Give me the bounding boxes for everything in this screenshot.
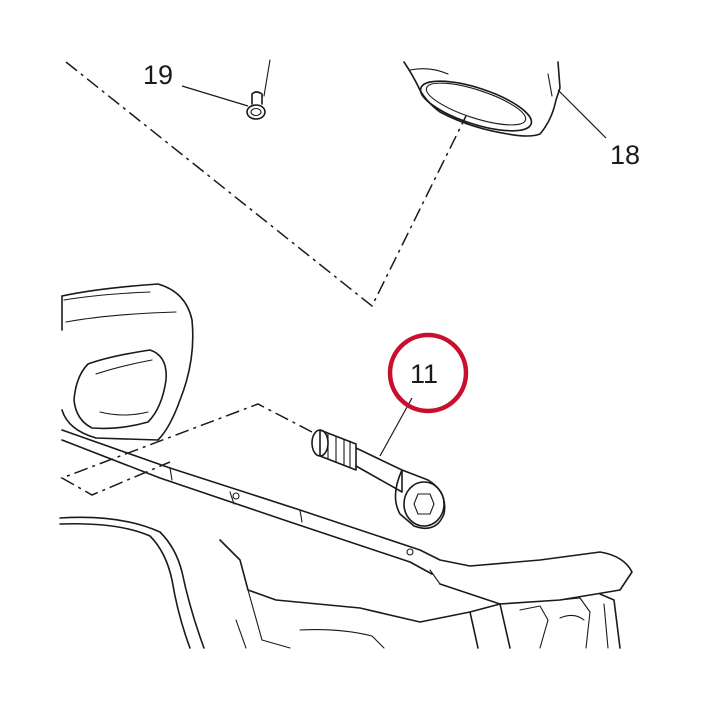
part-11-cap-screw — [311, 429, 446, 530]
leader-line-11 — [379, 397, 413, 457]
callout-11: 11 — [410, 359, 438, 389]
center-line-lower — [60, 403, 313, 496]
highlight-circle-11 — [387, 332, 469, 414]
frame-body — [59, 283, 633, 649]
part-19-screw — [246, 59, 271, 120]
part-18-housing — [403, 61, 561, 137]
leader-line-18 — [557, 89, 607, 139]
callout-18: 18 — [610, 140, 640, 170]
callout-19: 19 — [143, 60, 173, 90]
leader-line-19 — [181, 85, 249, 107]
center-line-upper — [65, 61, 467, 308]
